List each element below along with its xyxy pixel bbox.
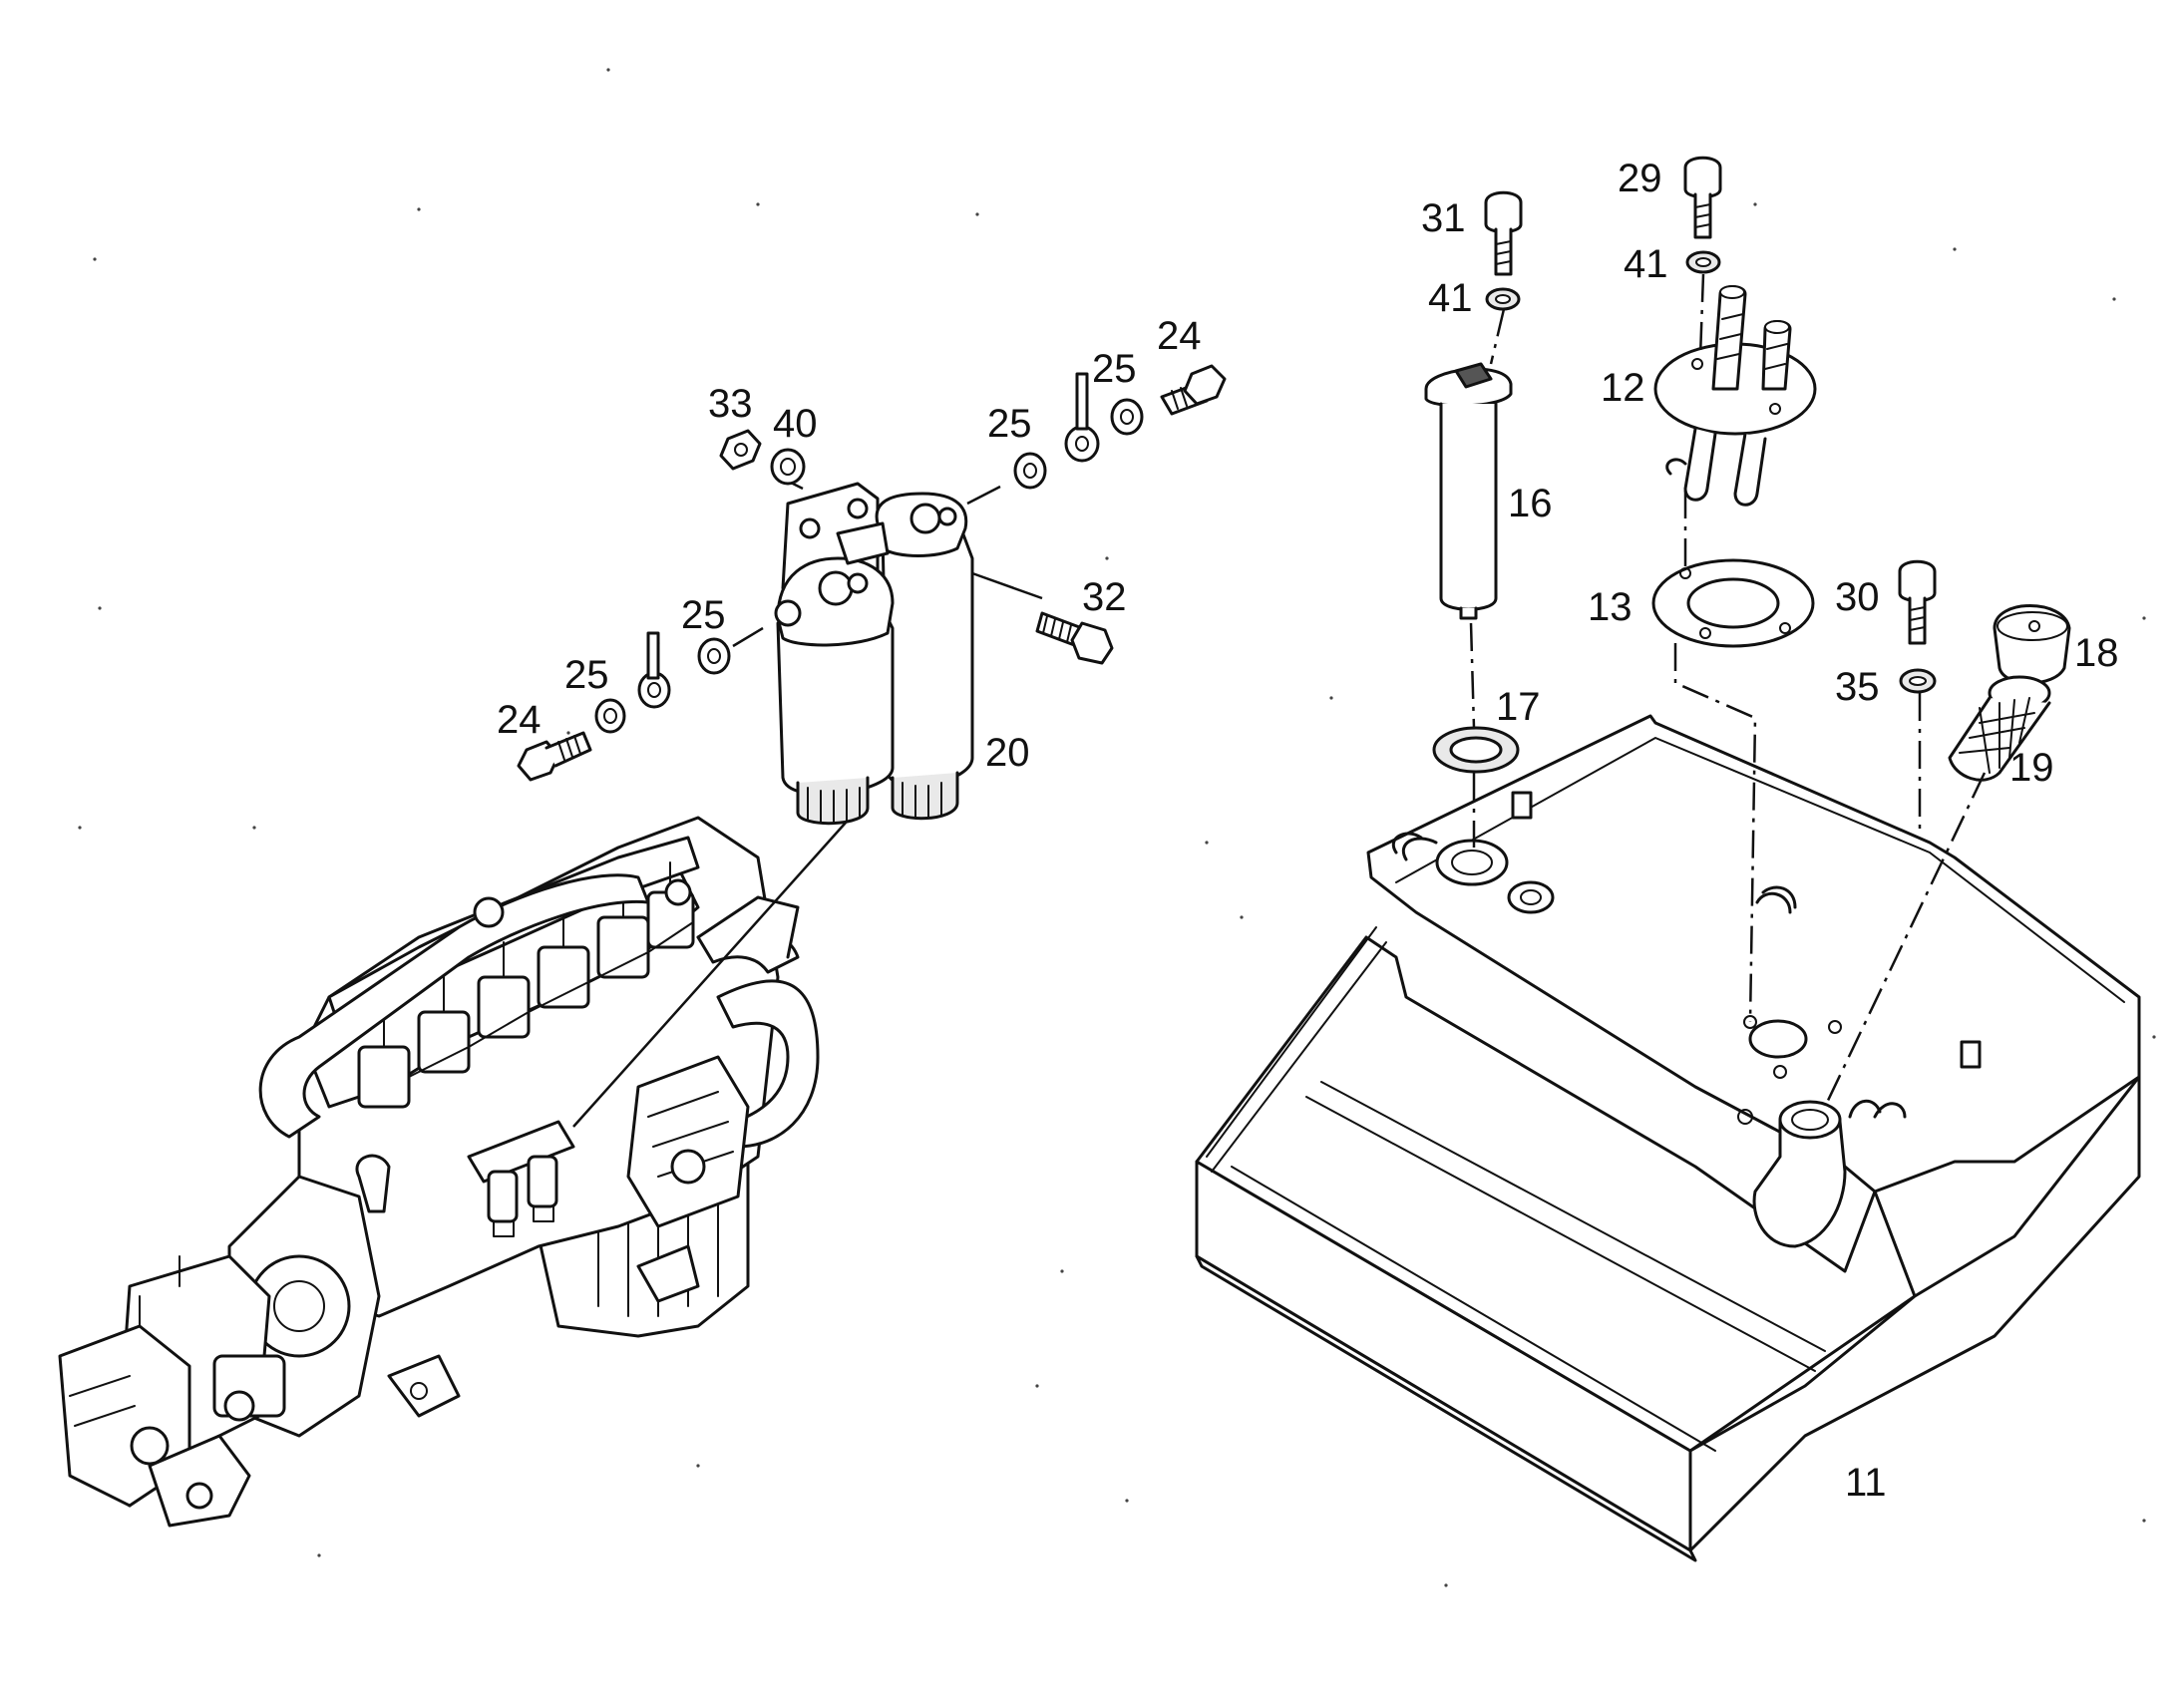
callout-19: 19 (2009, 746, 2054, 790)
callout-30: 30 (1835, 575, 1880, 619)
assembly-axis-lines (1469, 273, 1987, 1108)
callout-12: 12 (1601, 366, 1645, 410)
callout-24-right: 24 (1157, 314, 1202, 358)
callout-16: 16 (1508, 482, 1553, 525)
filter-leader-line (572, 822, 847, 1128)
callout-17: 17 (1496, 685, 1541, 729)
callout-31: 31 (1421, 196, 1466, 240)
background-speckles (78, 68, 2156, 1587)
callout-35: 35 (1835, 665, 1880, 709)
callout-41-left: 41 (1428, 276, 1473, 320)
engine-fuel-filter (467, 1120, 575, 1237)
callout-25-right-low: 25 (987, 402, 1032, 446)
callout-18: 18 (2074, 631, 2119, 675)
callout-32: 32 (1082, 575, 1127, 619)
callout-11: 11 (1845, 1461, 1887, 1505)
callout-13: 13 (1588, 585, 1633, 629)
callout-25-right-high: 25 (1092, 347, 1137, 391)
callout-labels: 11 12 13 16 17 18 19 20 24 24 25 25 25 2… (497, 157, 2119, 1505)
fuel-tank (1195, 714, 2141, 1562)
callout-41-right: 41 (1624, 242, 1668, 286)
callout-20: 20 (985, 731, 1030, 775)
callout-33: 33 (708, 382, 753, 426)
tank-components (1424, 156, 2071, 782)
callout-25-left-high: 25 (681, 593, 726, 637)
callout-24-left: 24 (497, 698, 542, 742)
fuel-filter-assembly (774, 482, 974, 826)
right-fasteners (1013, 364, 1227, 665)
left-fasteners (517, 429, 806, 782)
engine-assembly (58, 816, 820, 1528)
callout-29: 29 (1618, 157, 1662, 200)
callout-25-left-low: 25 (564, 653, 609, 697)
callout-40: 40 (773, 402, 818, 446)
injector-row (357, 861, 695, 1109)
